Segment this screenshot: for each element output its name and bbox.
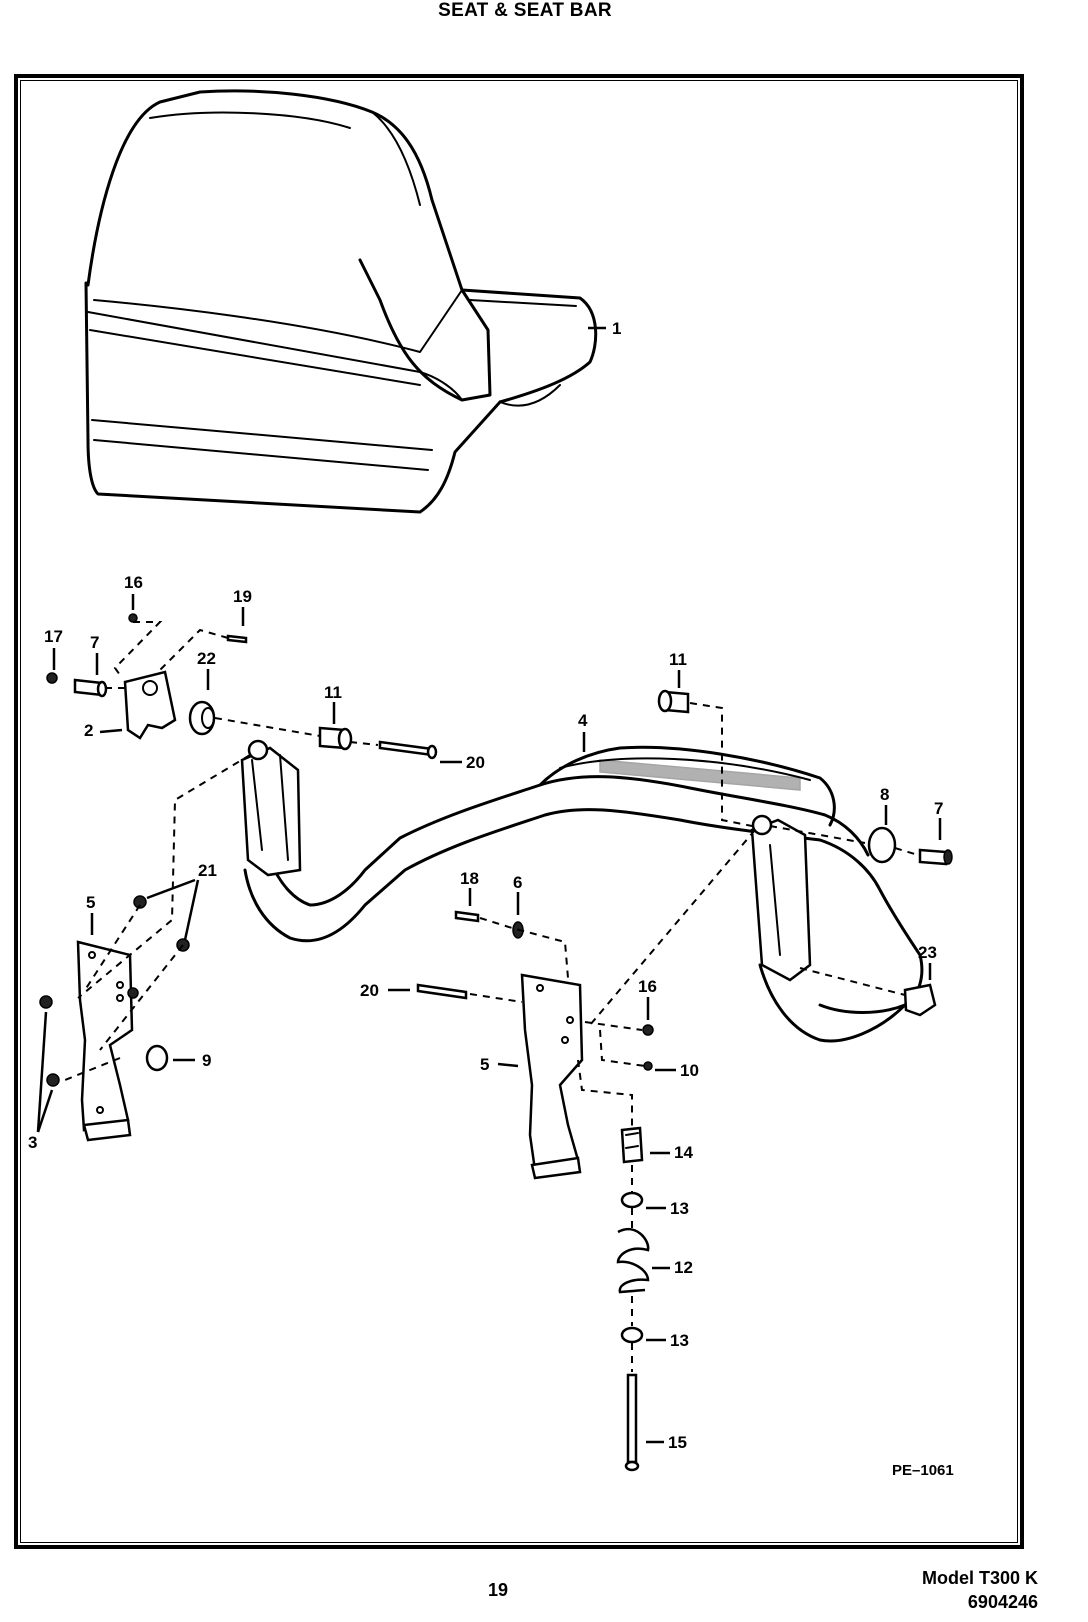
- callout-19: 19: [233, 587, 252, 606]
- callout-22: 22: [197, 649, 216, 668]
- page-number: 19: [488, 1580, 509, 1600]
- callout-11-left: 11: [324, 683, 342, 702]
- leader-lines: [36, 326, 942, 1444]
- seat-part: [84, 89, 598, 514]
- right-pivot-assembly: [657, 689, 953, 1017]
- callout-1: 1: [612, 319, 622, 338]
- callout-7-left: 7: [90, 633, 100, 652]
- page-title: SEAT & SEAT BAR: [438, 0, 612, 21]
- callout-16-lower: 16: [638, 977, 657, 996]
- callout-3: 3: [28, 1133, 38, 1152]
- callout-15: 15: [668, 1433, 687, 1452]
- diagram-frame-inner: [20, 80, 1018, 1543]
- callout-20-upper: 20: [466, 753, 485, 772]
- callout-23: 23: [918, 943, 937, 962]
- callout-12: 12: [674, 1258, 693, 1277]
- callout-7-right: 7: [934, 799, 944, 818]
- left-pivot-assembly: [46, 613, 438, 760]
- model-name: Model T300 K: [921, 1568, 1038, 1588]
- alignment-lines: [64, 621, 919, 1372]
- left-support-bracket: [39, 895, 190, 1142]
- callout-8: 8: [880, 785, 890, 804]
- seat-bar-part: [240, 739, 924, 1043]
- callout-18: 18: [460, 869, 479, 888]
- callout-13-upper: 13: [670, 1199, 689, 1218]
- callout-5-right: 5: [480, 1055, 490, 1074]
- callout-9: 9: [202, 1051, 212, 1070]
- callout-17: 17: [44, 627, 63, 646]
- callout-10: 10: [680, 1061, 699, 1080]
- drawing-id: PE–1061: [892, 1462, 954, 1479]
- diagram-frame: [14, 74, 1024, 1549]
- callout-5-left: 5: [86, 893, 96, 912]
- callout-13-lower: 13: [670, 1331, 689, 1350]
- callout-14: 14: [674, 1143, 693, 1162]
- callout-6: 6: [513, 873, 523, 892]
- callout-21: 21: [198, 861, 217, 880]
- model-info: Model T300 K 6904246: [922, 1566, 1038, 1615]
- part-number: 6904246: [967, 1592, 1038, 1613]
- callout-16-top: 16: [124, 573, 143, 592]
- callout-20-lower: 20: [360, 981, 379, 1000]
- callout-2: 2: [84, 721, 94, 740]
- callout-4: 4: [578, 711, 588, 730]
- callout-11-right: 11: [669, 650, 687, 669]
- spring-stack: [616, 1126, 650, 1472]
- right-support-bracket: [416, 910, 654, 1180]
